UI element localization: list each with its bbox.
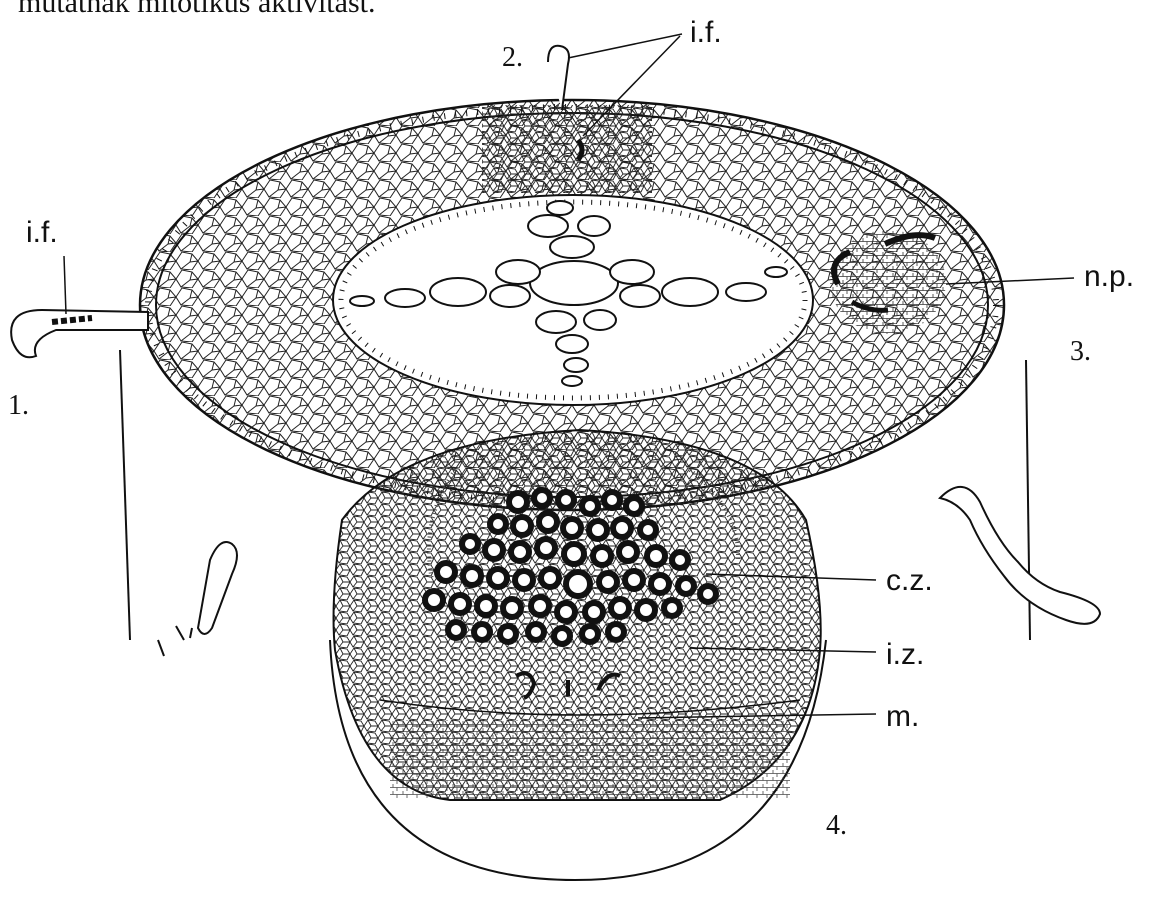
label-iz: i.z. (886, 640, 924, 670)
label-if-top: i.f. (690, 18, 722, 48)
fragments-left (158, 542, 237, 656)
root-tip-dome (330, 430, 826, 880)
label-if-left: i.f. (26, 218, 58, 248)
number-4: 4. (826, 812, 847, 840)
label-np: n.p. (1084, 262, 1134, 292)
lateral-root-left (11, 310, 148, 357)
number-1: 1. (8, 392, 29, 420)
number-2: 2. (502, 44, 523, 72)
number-3: 3. (1070, 338, 1091, 366)
primordium-right (830, 230, 946, 334)
lateral-root-right-lower (940, 487, 1100, 624)
label-m: m. (886, 702, 919, 732)
label-cz: c.z. (886, 566, 933, 596)
